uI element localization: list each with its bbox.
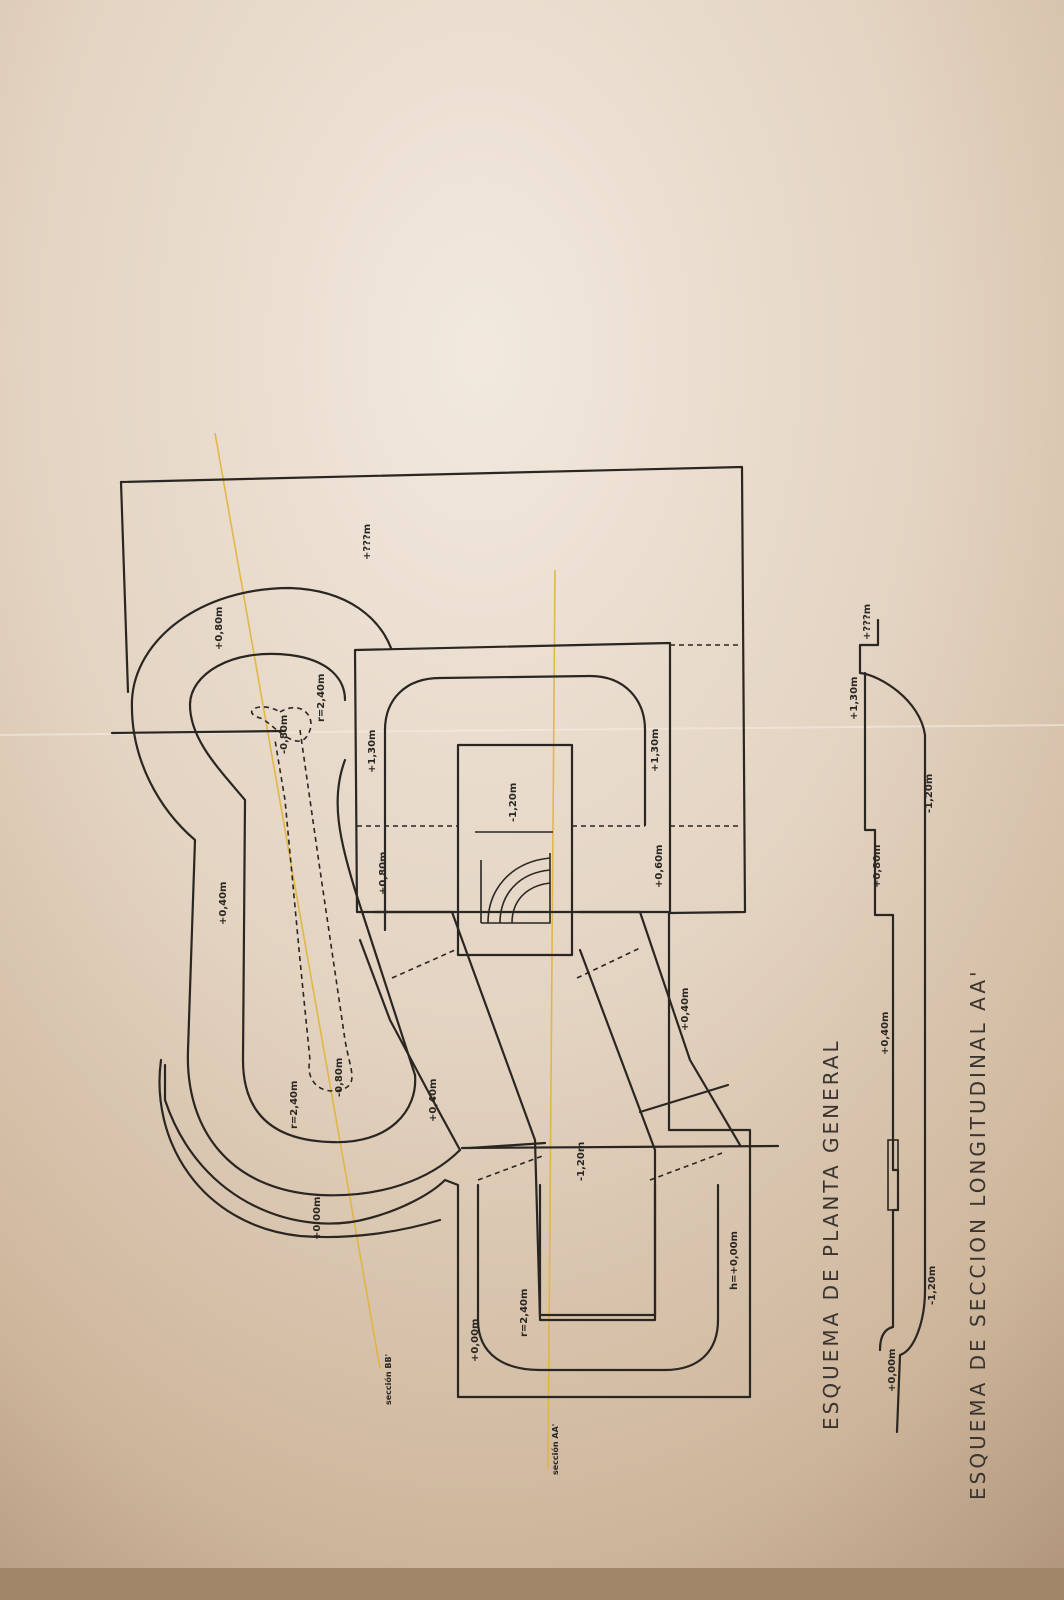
label-r240-b: r=2,40m — [289, 1081, 300, 1129]
sec-label-p000: +0,00m — [887, 1349, 898, 1392]
lower-pool-outer — [476, 1183, 720, 1372]
label-p130-b: +1,30m — [650, 729, 661, 772]
label-m120-a: -1,20m — [508, 783, 519, 822]
title-planta-general: ESQUEMA DE PLANTA GENERAL — [819, 1038, 843, 1430]
label-r240-c: r=2,40m — [519, 1289, 530, 1337]
paper-bottom-edge — [0, 1568, 1064, 1600]
label-p000-a: +0,00m — [312, 1197, 323, 1240]
ramp-inner-1 — [336, 758, 417, 1077]
label-h000: h=+0,00m — [729, 1231, 740, 1290]
label-m120-b: -1,20m — [576, 1142, 587, 1181]
label-p000-b: +0,00m — [470, 1319, 481, 1362]
section-labels: +???m +1,30m -1,20m +0,80m +0,40m -1,20m… — [849, 604, 938, 1392]
label-p080-top: +0,80m — [214, 607, 225, 650]
ramp-dash-1 — [391, 949, 456, 979]
section-line-aa — [547, 569, 556, 1469]
axis-marker — [110, 729, 287, 735]
ramp-dash-3 — [477, 1154, 546, 1181]
section-line-bb — [214, 432, 381, 1369]
left-lobe-outer — [130, 586, 462, 1197]
sec-label-qqq: +???m — [862, 604, 873, 640]
lower-pool-inner — [538, 1183, 657, 1317]
sec-label-m120-a: -1,20m — [924, 774, 935, 813]
label-p060: +0,60m — [654, 845, 665, 888]
sec-label-p080: +0,80m — [872, 845, 883, 888]
label-p080-b: +0,80m — [378, 852, 389, 895]
site-boundary — [119, 465, 752, 1399]
plan-labels: +???m +0,80m r=2,40m -0,80m +1,30m +0,40… — [214, 524, 740, 1475]
sec-label-p130: +1,30m — [849, 677, 860, 720]
stair-symbol — [480, 853, 551, 924]
cut-marker-lower — [460, 1144, 780, 1150]
central-court — [456, 743, 574, 957]
outer-arc-left — [158, 1058, 442, 1239]
boundary-left-top — [119, 480, 130, 694]
label-m080-a: -0,80m — [279, 715, 290, 754]
ramp-dash-4 — [649, 1152, 723, 1181]
central-block — [353, 641, 672, 914]
label-qqq: +???m — [362, 524, 373, 560]
label-p040-c: +0,40m — [680, 988, 691, 1031]
label-p040-a: +0,40m — [218, 882, 229, 925]
label-p130-a: +1,30m — [367, 730, 378, 773]
sec-label-m120-b: -1,20m — [927, 1266, 938, 1305]
title-seccion-longitudinal: ESQUEMA DE SECCION LONGITUDINAL AA' — [966, 968, 990, 1500]
figure-eight-path — [251, 706, 353, 1092]
label-m080-b: -0,80m — [334, 1058, 345, 1097]
ramp-dash-2 — [576, 947, 641, 979]
left-lobe-inner — [188, 652, 417, 1144]
ramp-cross-1 — [638, 1083, 730, 1114]
ramp-inner-2 — [358, 938, 462, 1152]
ramp-band-right — [578, 910, 742, 1147]
label-seccion-bb: sección BB' — [383, 1354, 393, 1405]
label-p040-b: +0,40m — [428, 1079, 439, 1122]
label-seccion-aa: sección AA' — [550, 1424, 560, 1475]
central-u-outer — [383, 674, 647, 827]
ramp-band-left — [373, 910, 657, 1322]
section-profile — [858, 618, 927, 1434]
label-r240-a: r=2,40m — [316, 674, 327, 722]
section-step — [887, 1139, 899, 1211]
sec-label-p040: +0,40m — [880, 1012, 891, 1055]
